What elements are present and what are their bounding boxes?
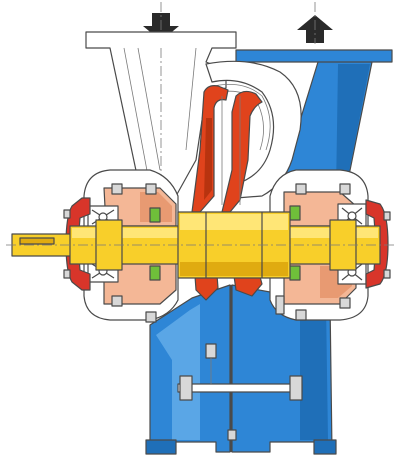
shaft-keyway xyxy=(19,237,55,245)
shaft xyxy=(6,211,394,279)
tie-rod-nut-right xyxy=(289,375,303,401)
foot-pad-left xyxy=(145,439,177,455)
shaft-hub-shade xyxy=(180,262,288,276)
discharge-neck-shade xyxy=(336,64,370,192)
shaft-hub-light xyxy=(180,214,288,230)
outlet-arrow xyxy=(297,2,333,44)
foot-drain-plug xyxy=(227,429,237,441)
tie-rod-nut-left xyxy=(179,375,193,401)
foot-pad-right xyxy=(313,439,337,455)
seal-left-upper xyxy=(149,207,161,223)
seal-right-lower xyxy=(289,265,301,281)
impeller-center-vane xyxy=(221,90,263,213)
seal-left-lower xyxy=(149,265,161,281)
bolts xyxy=(111,183,351,401)
left-housing-peach-shade xyxy=(140,192,172,222)
seal-right-upper xyxy=(289,205,301,221)
casing-foot xyxy=(145,284,337,455)
impeller-shade xyxy=(204,118,212,200)
volute-casing xyxy=(205,60,302,199)
volute-outer xyxy=(205,60,302,199)
foot-shade-right xyxy=(300,304,328,440)
foot-shade-left xyxy=(156,304,200,440)
impeller xyxy=(191,85,263,301)
tie-rod xyxy=(177,383,303,393)
